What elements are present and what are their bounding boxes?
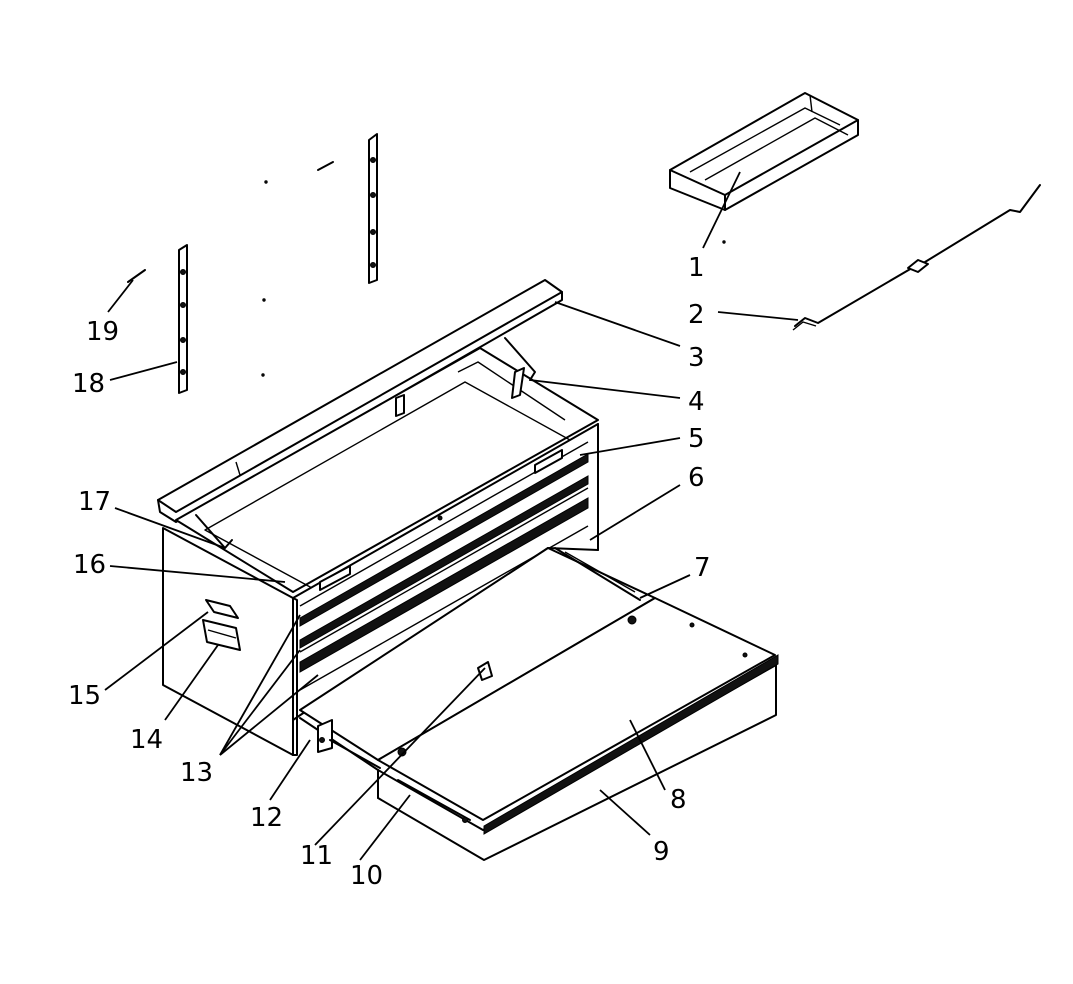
part-drawer-liner-strips bbox=[127, 133, 726, 394]
callout-13: 13 bbox=[180, 758, 213, 788]
callout-7: 7 bbox=[694, 553, 711, 583]
callout-1: 1 bbox=[688, 253, 705, 283]
part-chest-body bbox=[162, 337, 599, 756]
part-bottom-drawer bbox=[299, 547, 779, 861]
callout-4: 4 bbox=[688, 387, 705, 417]
callout-16: 16 bbox=[73, 550, 106, 580]
part-lock-rod bbox=[792, 184, 1041, 331]
callout-17: 17 bbox=[78, 487, 111, 517]
callout-5: 5 bbox=[688, 424, 705, 454]
callout-18: 18 bbox=[72, 369, 105, 399]
callout-14: 14 bbox=[130, 725, 163, 755]
leader-lines bbox=[104, 171, 799, 861]
callout-8: 8 bbox=[670, 785, 687, 815]
callout-10: 10 bbox=[350, 861, 383, 891]
callout-6: 6 bbox=[688, 463, 705, 493]
callout-15: 15 bbox=[68, 681, 101, 711]
callout-12: 12 bbox=[250, 803, 283, 833]
callout-2: 2 bbox=[688, 300, 705, 330]
part-tool-tray bbox=[669, 92, 859, 211]
callout-19: 19 bbox=[86, 317, 119, 347]
callout-11: 11 bbox=[300, 841, 333, 871]
callout-3: 3 bbox=[688, 343, 705, 373]
callout-9: 9 bbox=[653, 837, 670, 867]
part-lid bbox=[157, 279, 563, 523]
callout-labels: 1 2 3 4 5 6 7 8 9 10 11 12 13 14 15 16 1… bbox=[68, 253, 711, 891]
